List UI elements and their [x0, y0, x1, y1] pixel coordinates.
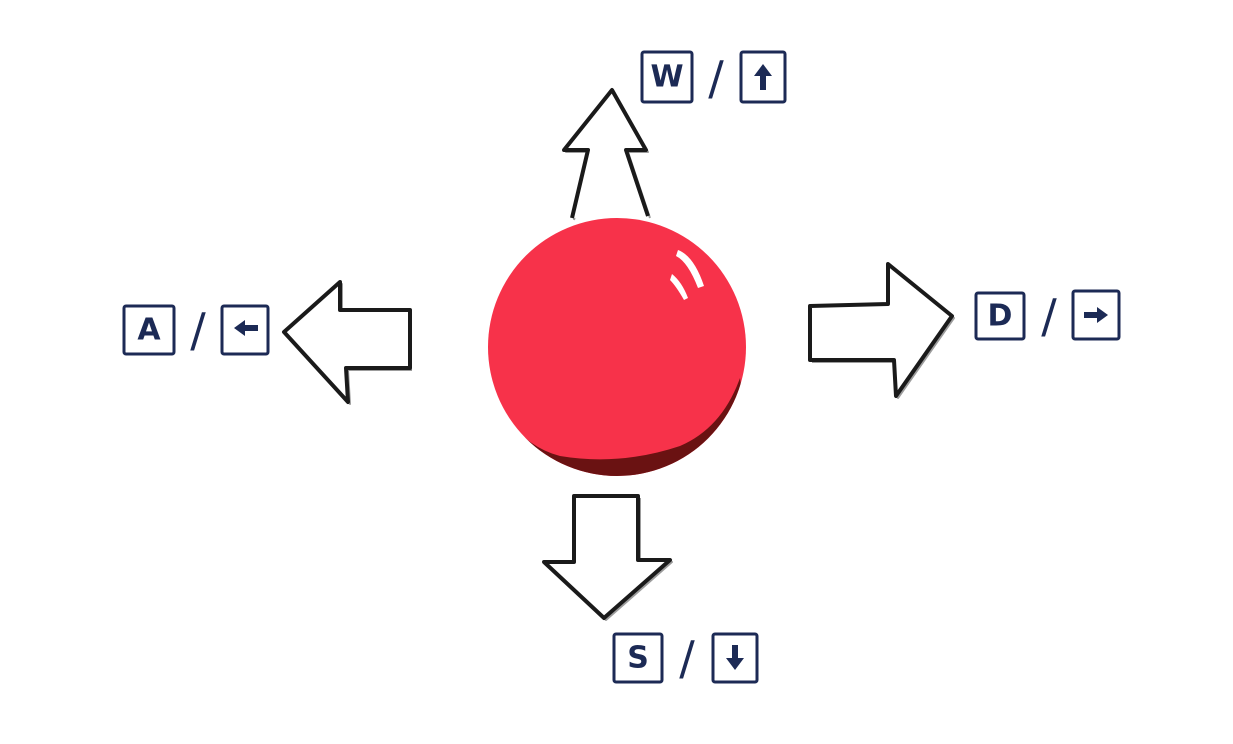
key-w [640, 50, 694, 104]
ball-body [488, 218, 746, 476]
key-group-down: S / [612, 631, 759, 685]
key-w-label: W [650, 60, 683, 95]
key-s-label: S [627, 641, 649, 676]
key-s [612, 632, 664, 684]
left-direction-arrow [282, 280, 412, 405]
ball-highlight-small [670, 274, 688, 300]
key-group-right: D / [974, 289, 1121, 343]
up-direction-arrow [562, 88, 651, 221]
down-direction-arrow [542, 494, 673, 621]
key-group-up: W / [640, 50, 787, 105]
key-separator: / [708, 51, 724, 105]
arrow-left-icon [234, 320, 258, 336]
key-a-label: A [137, 313, 161, 348]
key-separator: / [679, 631, 695, 685]
key-separator: / [190, 303, 206, 357]
arrow-up-icon [754, 64, 772, 90]
ball-highlight [676, 250, 704, 288]
key-a [122, 304, 176, 356]
right-direction-arrow [808, 262, 955, 399]
key-separator: / [1041, 289, 1057, 343]
key-group-left: A / [122, 303, 270, 357]
key-d [974, 291, 1026, 341]
ball-icon [488, 218, 746, 476]
key-d-label: D [988, 299, 1013, 334]
arrow-right-icon [1084, 307, 1108, 323]
arrow-down-icon [726, 645, 744, 670]
